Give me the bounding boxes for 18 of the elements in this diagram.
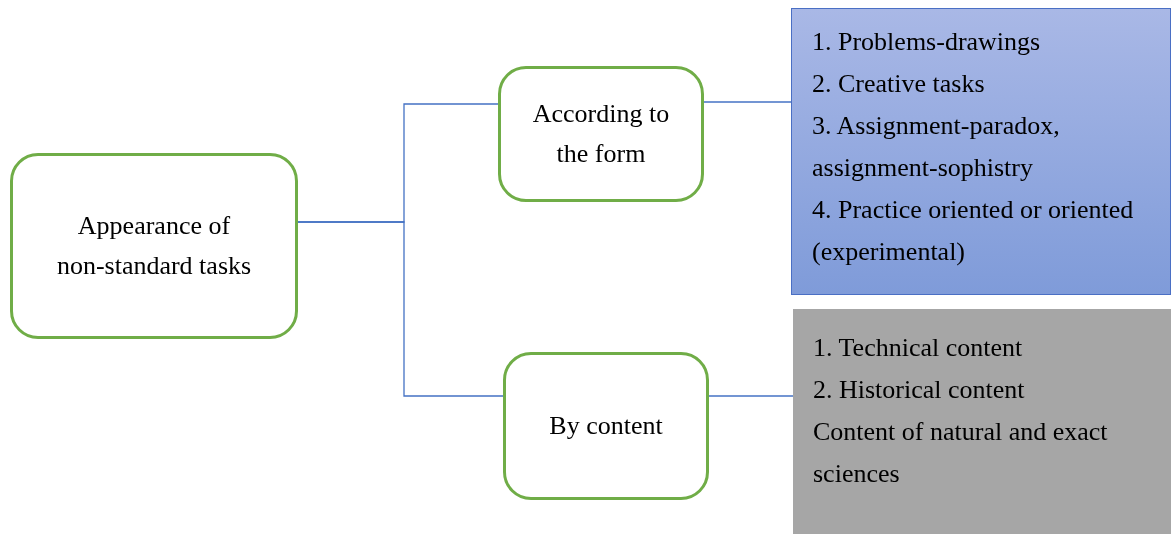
list-item: 1. Problems-drawings (812, 26, 1042, 58)
list-item: 1. Technical content (813, 332, 1024, 364)
connector-line (708, 395, 794, 397)
list-panel (793, 309, 1171, 534)
text-label: By content (548, 410, 664, 442)
list-item: 3. Assignment-paradox, assignment-sophistry (812, 110, 1061, 184)
connector-line (297, 221, 504, 397)
text-label: According to the form (531, 98, 671, 170)
list-item: 2. Creative tasks (812, 68, 986, 100)
rounded-box (498, 66, 704, 202)
list-panel (791, 8, 1171, 295)
list-item: Content of natural and exact sciences (813, 416, 1109, 490)
connector-line (703, 101, 792, 103)
rounded-box (503, 352, 709, 500)
text-label: Appearance of non-standard tasks (55, 210, 253, 282)
rounded-box (10, 153, 298, 339)
list-item: 4. Practice oriented or oriented (experimental) (812, 194, 1135, 268)
list-item: 2. Historical content (813, 374, 1026, 406)
